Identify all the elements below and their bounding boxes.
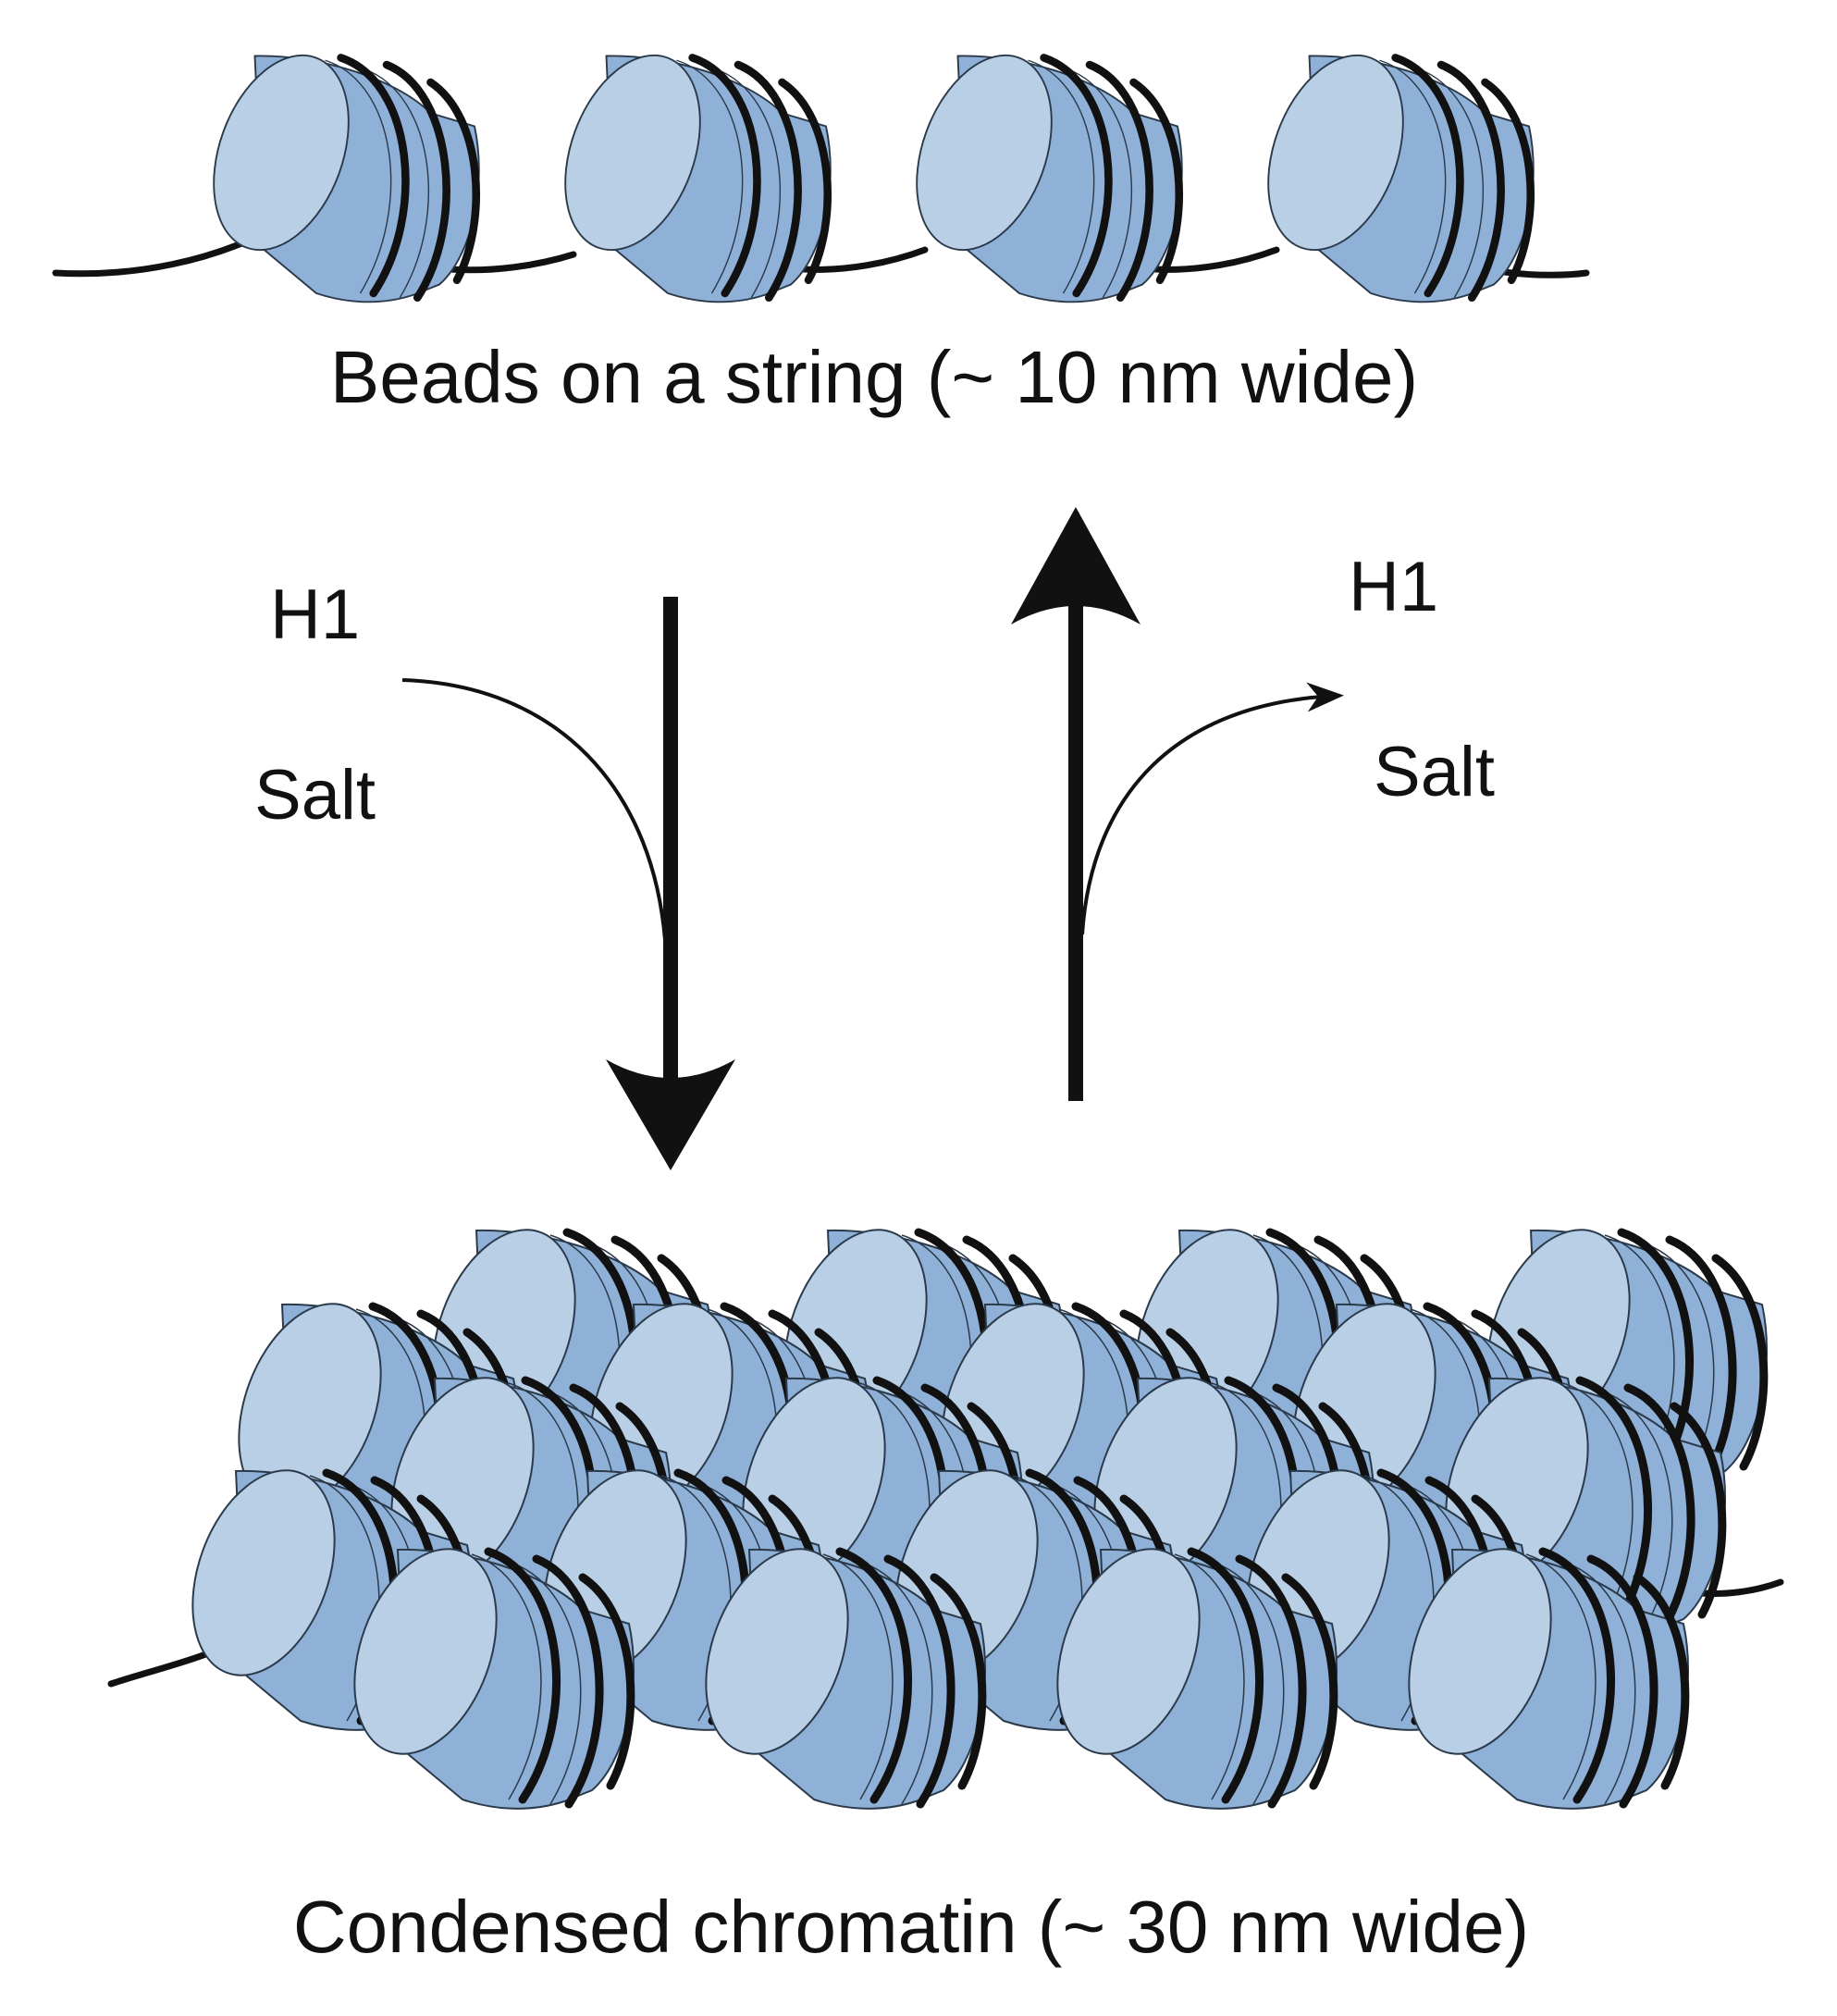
up-arrow-head (1011, 507, 1140, 625)
salt-label-left: Salt (254, 756, 376, 835)
h1-label-right: H1 (1349, 548, 1438, 626)
h1-label-left: H1 (270, 575, 360, 654)
joining-curve (401, 678, 668, 954)
nucleosome (189, 37, 479, 303)
bottom-caption: Condensed chromatin (~ 30 nm wide) (293, 1886, 1529, 1968)
condensation-process: H1 Salt (254, 575, 735, 1170)
decondensation-process: H1 Salt (1011, 507, 1495, 1101)
nucleosome (1243, 37, 1534, 303)
nucleosome (540, 37, 831, 303)
salt-label-right: Salt (1374, 733, 1495, 811)
beads-on-string (52, 37, 1590, 303)
down-arrow-head (606, 1059, 735, 1170)
leaving-curve (1080, 682, 1344, 935)
nucleosome (892, 37, 1182, 303)
condensed-chromatin (107, 1210, 1784, 1809)
top-caption: Beads on a string (~ 10 nm wide) (330, 336, 1418, 418)
